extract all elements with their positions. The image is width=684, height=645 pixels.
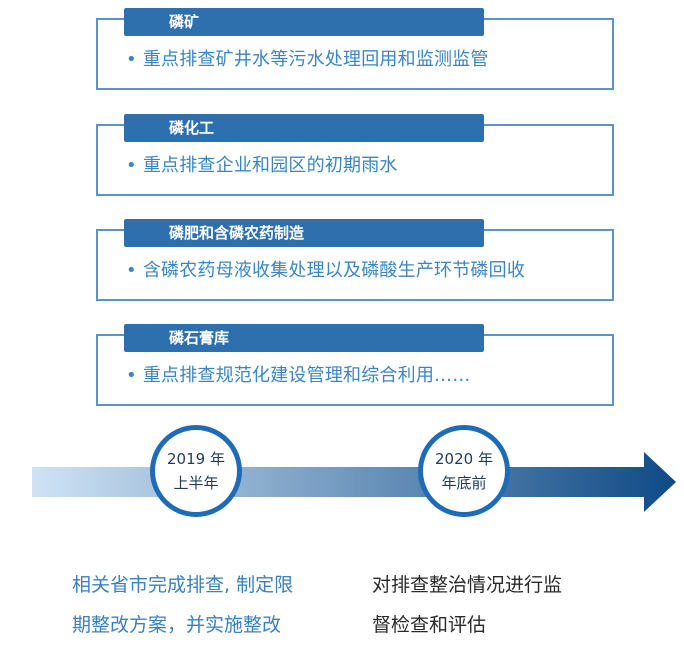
card-phosphate-fertilizer: 磷肥和含磷农药制造 •含磷农药母液收集处理以及磷酸生产环节磷回收 <box>96 219 614 301</box>
description-line: 督检查和评估 <box>372 614 487 636</box>
description-line: 相关省市完成排查, 制定限 <box>72 574 294 596</box>
card-title: 磷肥和含磷农药制造 <box>124 219 484 247</box>
card-title: 磷石膏库 <box>124 324 484 352</box>
bullet: • <box>126 49 137 70</box>
milestone-year: 2020 年 <box>435 450 493 468</box>
card-text-content: 重点排查规范化建设管理和综合利用…… <box>142 365 471 386</box>
milestone-year: 2019 年 <box>167 450 225 468</box>
card-title: 磷矿 <box>124 8 484 36</box>
milestone-period: 年底前 <box>441 474 487 492</box>
card-title: 磷化工 <box>124 114 484 142</box>
description-line: 期整改方案，并实施整改 <box>72 614 282 636</box>
milestone-period: 上半年 <box>173 474 219 492</box>
milestone-2020: 2020 年 年底前 <box>418 425 510 517</box>
card-text: •含磷农药母液收集处理以及磷酸生产环节磷回收 <box>126 256 525 282</box>
card-text: •重点排查矿井水等污水处理回用和监测监管 <box>126 45 489 71</box>
card-phosphorus-chemical: 磷化工 •重点排查企业和园区的初期雨水 <box>96 114 614 196</box>
bullet: • <box>126 155 137 176</box>
arrow-shape <box>32 452 676 512</box>
card-phosphogypsum: 磷石膏库 •重点排查规范化建设管理和综合利用…… <box>96 324 614 406</box>
card-text: •重点排查规范化建设管理和综合利用…… <box>126 361 470 387</box>
card-text-content: 重点排查矿井水等污水处理回用和监测监管 <box>142 49 489 70</box>
description-2019: 相关省市完成排查, 制定限 期整改方案，并实施整改 <box>72 565 293 645</box>
card-text-content: 含磷农药母液收集处理以及磷酸生产环节磷回收 <box>142 260 526 281</box>
bullet: • <box>126 260 137 281</box>
card-text: •重点排查企业和园区的初期雨水 <box>126 151 398 177</box>
milestone-2019: 2019 年 上半年 <box>150 425 242 517</box>
card-phosphate-mine: 磷矿 •重点排查矿井水等污水处理回用和监测监管 <box>96 8 614 90</box>
description-line: 对排查整治情况进行监 <box>372 574 563 596</box>
bullet: • <box>126 365 137 386</box>
card-text-content: 重点排查企业和园区的初期雨水 <box>142 155 398 176</box>
description-2020: 对排查整治情况进行监 督检查和评估 <box>372 565 562 645</box>
